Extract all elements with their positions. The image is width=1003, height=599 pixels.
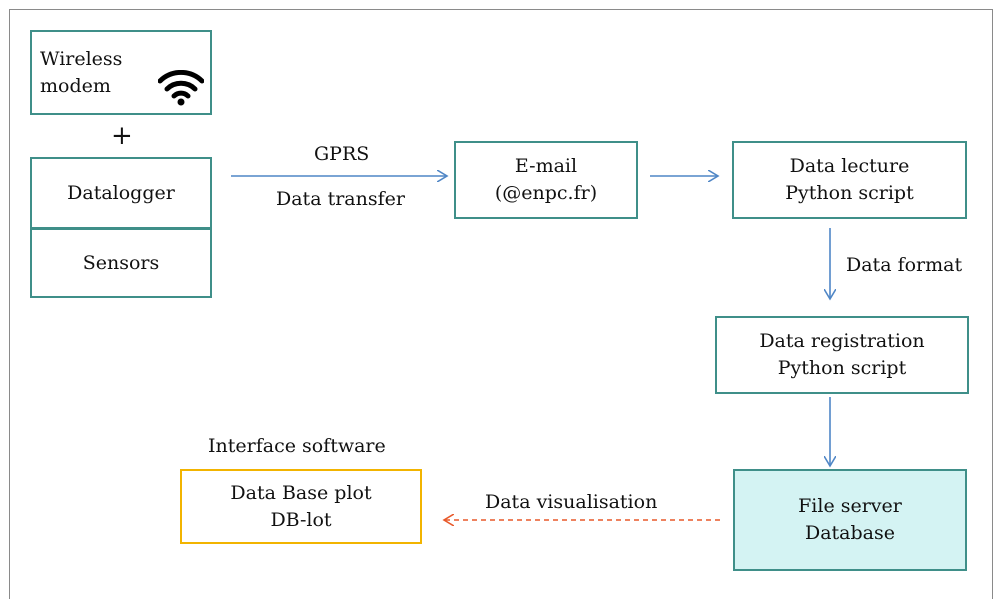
file-server-line1: File server [798,495,902,517]
data-registration-line1: Data registration [759,330,925,352]
data-visualisation-label: Data visualisation [485,491,658,513]
datalogger-box: Datalogger [30,157,212,229]
data-lecture-line1: Data lecture [789,155,910,177]
diagram-frame [9,9,993,599]
data-lecture-box: Data lecture Python script [732,141,967,219]
gprs-label: GPRS [314,143,370,165]
file-server-line2: Database [804,522,895,544]
sensors-label: Sensors [82,251,160,274]
interface-software-label: Interface software [208,435,386,457]
email-label-line2: (@enpc.fr) [494,182,598,204]
data-format-label: Data format [846,254,963,276]
modem-label-line2: modem [40,74,111,97]
email-label-line1: E-mail [514,155,578,177]
db-plot-box: Data Base plot DB-lot [180,469,422,544]
file-server-box: File server Database [733,469,967,571]
db-plot-line1: Data Base plot [230,481,372,504]
data-lecture-line2: Python script [785,182,914,204]
db-plot-line2: DB-lot [270,508,332,531]
plus-sign: + [111,121,133,151]
wifi-icon [158,70,204,106]
data-registration-box: Data registration Python script [715,316,969,394]
modem-label-line1: Wireless [40,47,123,70]
email-box: E-mail (@enpc.fr) [454,141,638,219]
data-transfer-label: Data transfer [276,188,405,210]
wireless-modem-box: Wireless modem [30,30,212,115]
datalogger-label: Datalogger [67,181,175,204]
sensors-box: Sensors [30,228,212,298]
data-registration-line2: Python script [777,357,907,379]
